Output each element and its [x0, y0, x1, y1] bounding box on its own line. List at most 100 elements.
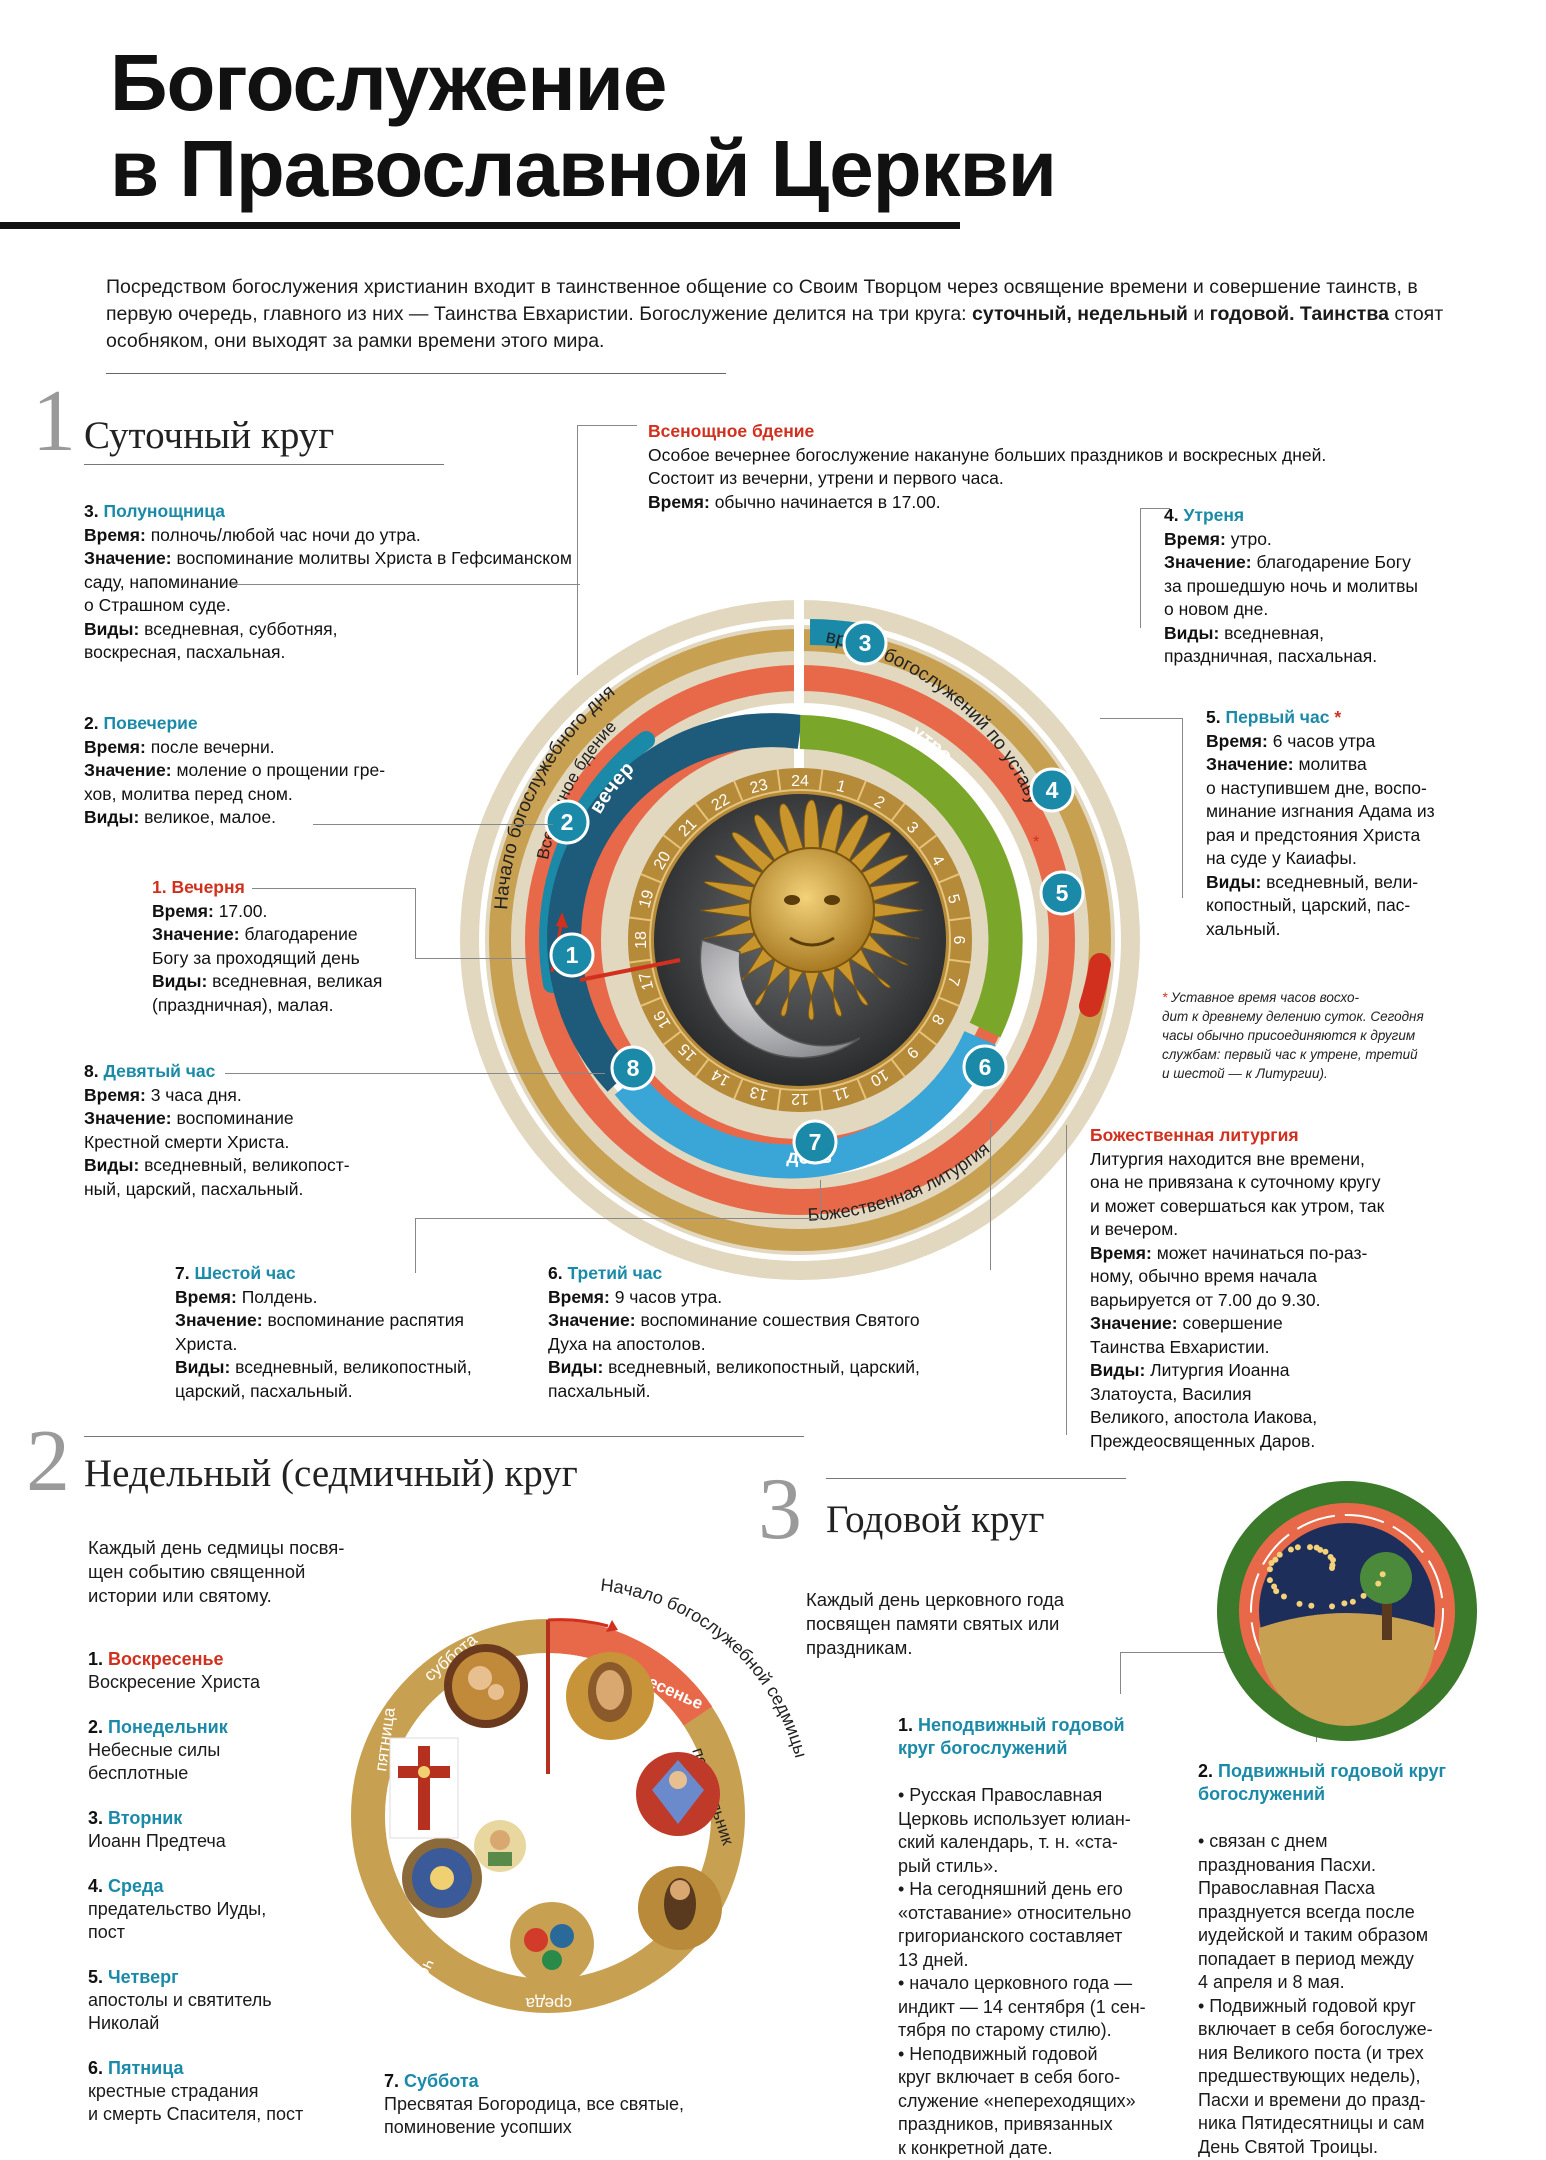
- hour-label: 16: [651, 1007, 675, 1031]
- icon-judas: [510, 1902, 594, 1986]
- hour-tick: [629, 958, 652, 964]
- section-1-rule: [84, 464, 444, 465]
- liturgy-arc: [1079, 953, 1111, 1017]
- hour-label: 1: [835, 778, 848, 797]
- hour-tick: [629, 916, 652, 922]
- weekly-sunday-segment: [547, 1618, 713, 1726]
- section-3-title: Годовой круг: [826, 1498, 1045, 1541]
- svg-text:5: 5: [1056, 880, 1069, 906]
- hour-label: 22: [709, 791, 733, 815]
- movable-line: • Подвижный годовой круг: [1198, 1995, 1416, 2016]
- hour-tick: [694, 802, 710, 822]
- service-liturgy: Божественная литургия Литургия находится…: [1090, 1124, 1490, 1453]
- icon-theotokos: [444, 1644, 528, 1728]
- fixed-line: • начало церковного года —: [898, 1973, 1133, 1993]
- leader-vespers-h2: [415, 958, 530, 959]
- svg-text:2: 2: [561, 809, 574, 835]
- sun-ray: [849, 947, 891, 989]
- vespers-heading: 1. Вечерня: [152, 877, 245, 897]
- yearly-fixed-block: 1. Неподвижный годовой круг богослужений…: [898, 1714, 1188, 2160]
- hour-tick: [662, 1030, 682, 1046]
- intro-paragraph: Посредством богослужения христианин вход…: [106, 274, 1466, 355]
- hour-tick: [640, 873, 662, 884]
- marker-2[interactable]: 2: [544, 799, 590, 845]
- vigil-title: Всенощное бдение: [648, 421, 815, 441]
- movable-line: День Святой Троицы.: [1198, 2136, 1379, 2157]
- weekly-arrow: [547, 1618, 609, 1628]
- hour-dial-inner: [649, 789, 951, 1091]
- evening-segment: [547, 713, 803, 1092]
- leader-vespers: [252, 888, 415, 889]
- star: [1329, 1603, 1336, 1610]
- marker-1[interactable]: 1: [549, 932, 595, 978]
- intro-bold-1: суточный, недельный: [972, 303, 1188, 325]
- sun-eye-left: [784, 895, 800, 905]
- star: [1294, 1544, 1301, 1551]
- title-line-2: в Православной Церкви: [110, 124, 1057, 213]
- hour-label: 17: [636, 970, 657, 992]
- star: [1322, 1548, 1329, 1555]
- movable-line: попадает в период между: [1198, 1948, 1414, 1969]
- hour-tick: [856, 780, 867, 802]
- service-third-hour: 6. Третий час Время: 9 часов утра. Значе…: [548, 1262, 988, 1403]
- hour-tick: [938, 996, 960, 1007]
- star: [1308, 1602, 1315, 1609]
- leader-midnight: [230, 584, 580, 585]
- marker-6[interactable]: 6: [962, 1044, 1008, 1090]
- svg-text:1: 1: [566, 942, 579, 968]
- intro-bold-3: Таинства: [1299, 303, 1389, 325]
- leader-matins: [1140, 508, 1170, 509]
- star: [1329, 1562, 1336, 1569]
- service-ninth-hour: 8. Девятый час Время: 3 часа дня. Значен…: [84, 1060, 424, 1201]
- yearly-cycle-diagram: [1217, 1481, 1477, 1741]
- hour-tick: [918, 1030, 938, 1046]
- leader-compline: [313, 824, 553, 825]
- sun-ray: [835, 958, 869, 1006]
- star: [1379, 1571, 1386, 1578]
- weekly-day-7: 7. Суббота Пресвятая Богородица, все свя…: [384, 2071, 685, 2137]
- yearly-tree-trunk: [1382, 1588, 1392, 1640]
- intro-bold-2: годовой.: [1209, 303, 1295, 325]
- leader-first-v: [1182, 718, 1183, 898]
- star: [1268, 1559, 1275, 1566]
- marker-3[interactable]: 3: [842, 620, 888, 666]
- fixed-line: григорианского составляет: [898, 1926, 1123, 1946]
- star: [1280, 1593, 1287, 1600]
- sun-ray: [780, 966, 805, 1017]
- star: [1375, 1580, 1382, 1587]
- weekly-arrow-head: [606, 1620, 618, 1632]
- marker-8[interactable]: 8: [610, 1045, 656, 1091]
- marker-7[interactable]: 7: [792, 1119, 838, 1165]
- hour-label: 19: [636, 888, 657, 910]
- hour-tick: [890, 1058, 906, 1078]
- marker-5[interactable]: 5: [1039, 870, 1085, 916]
- icon-apostles: [402, 1838, 482, 1918]
- hour-tick: [640, 996, 662, 1007]
- sun-ray: [873, 901, 924, 918]
- sun-ray: [820, 966, 842, 1017]
- leader-sixth-v: [415, 1218, 416, 1273]
- hour-label: 20: [651, 849, 675, 873]
- start-line: [579, 958, 681, 982]
- hour-label: 18: [633, 931, 650, 949]
- svg-text:6: 6: [979, 1054, 992, 1080]
- movable-line: 4 апреля и 8 мая.: [1198, 1972, 1345, 1992]
- service-matins: 4. Утреня Время: утро. Значение: благода…: [1164, 504, 1484, 669]
- hour-tick: [662, 834, 682, 850]
- service-vespers: 1. Вечерня Время: 17.00. Значение: благо…: [152, 876, 442, 1017]
- first-heading: 5. Первый час *: [1206, 707, 1342, 727]
- hour-tick: [948, 958, 971, 964]
- hour-tick: [733, 1078, 744, 1100]
- icon-christ: [566, 1652, 654, 1740]
- marker-4[interactable]: 4: [1029, 767, 1075, 813]
- movable-line: ника Пятидесятницы и сам: [1198, 2113, 1425, 2133]
- vigil-block: Всенощное бдение Особое вечернее богослу…: [648, 420, 1408, 514]
- sun-ray: [753, 814, 789, 862]
- yearly-ground: [1259, 1613, 1435, 1726]
- fixed-line: рый стиль».: [898, 1855, 999, 1876]
- yearly-tree-crown: [1360, 1552, 1412, 1604]
- hour-tick: [818, 769, 824, 792]
- star: [1266, 1577, 1273, 1584]
- footnote: * Уставное время часов восхо- дит к древ…: [1162, 990, 1424, 1081]
- hour-tick: [694, 1058, 710, 1078]
